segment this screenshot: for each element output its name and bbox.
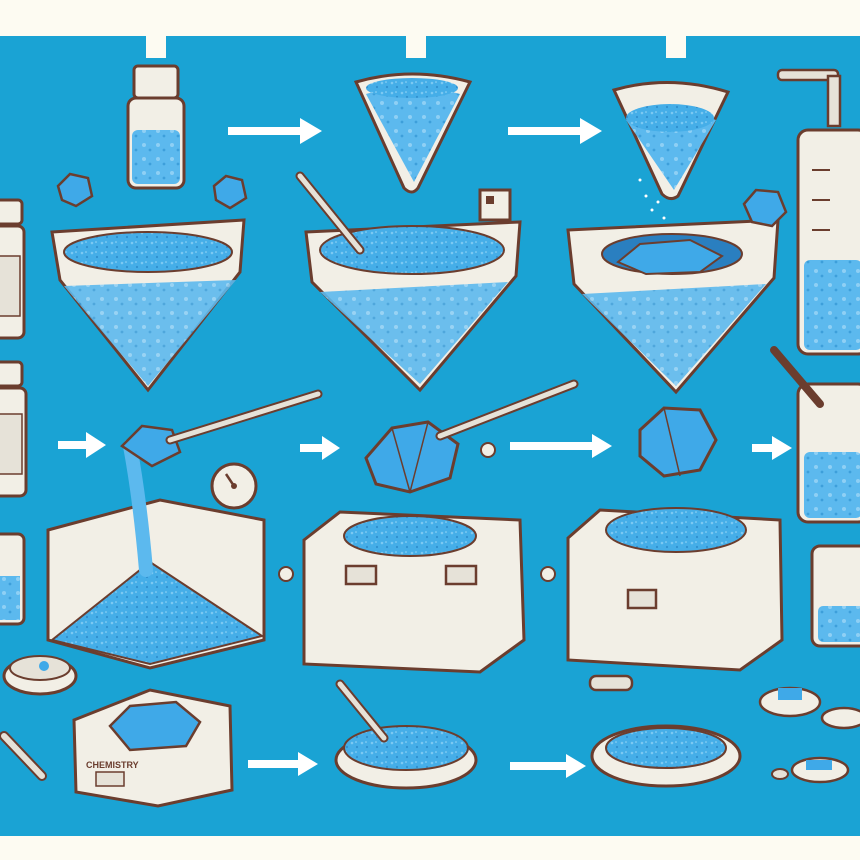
top-connector-3 [666,36,686,58]
top-connector-1 [146,36,166,58]
box-label: CHEMISTRY [86,760,139,770]
container-box [46,424,266,670]
arrow-icon [248,752,318,776]
spatula-icon [165,389,323,445]
chemistry-box: CHEMISTRY [72,688,234,808]
arrow-icon [300,436,340,460]
petri-dish-icon [820,706,860,730]
stopper-icon [588,674,634,692]
crystal-icon [364,420,460,494]
arrow-icon [58,432,106,458]
beaker-icon [810,544,860,648]
tap-icon [776,68,842,128]
spatula-icon [335,679,389,743]
crystal-icon [742,188,788,228]
funnel-icon [611,80,731,201]
arrow-icon [228,118,322,144]
petri-dish-icon [334,725,478,790]
arrow-icon [510,754,586,778]
spatula-icon [770,346,824,408]
sprinkle-particles [638,178,666,220]
spatula-icon [295,171,365,255]
dot-icon [278,566,294,582]
beaker-icon [0,532,26,626]
dot-icon [540,566,556,582]
bottle-icon [0,360,28,498]
crystal-icon [56,172,94,208]
funnel-icon [353,72,473,194]
petri-dish-icon [590,724,742,788]
oven-box-icon [302,510,526,674]
graduated-cylinder [796,128,860,356]
dropper-icon [0,731,47,781]
crystal-icon [212,174,248,210]
funnel-icon [304,220,522,393]
petri-dish-icon [2,655,78,696]
arrow-icon [508,118,602,144]
petri-dish-icon [758,686,822,718]
crystal-icon [638,406,718,478]
spatula-icon [435,379,579,441]
oven-box-icon [566,507,784,672]
arrow-icon [510,434,612,458]
beaker-icon [796,382,860,524]
bottle-icon [126,64,186,190]
petri-dish-icon [790,756,850,784]
cube-icon [478,188,512,222]
top-connector-2 [406,36,426,58]
gauge-icon [210,462,258,510]
arrow-icon [752,436,792,460]
small-cap-icon [771,768,789,780]
dot-icon [480,442,496,458]
bottle-icon [0,198,26,340]
funnel-icon [566,218,780,395]
funnel-icon [50,218,246,393]
